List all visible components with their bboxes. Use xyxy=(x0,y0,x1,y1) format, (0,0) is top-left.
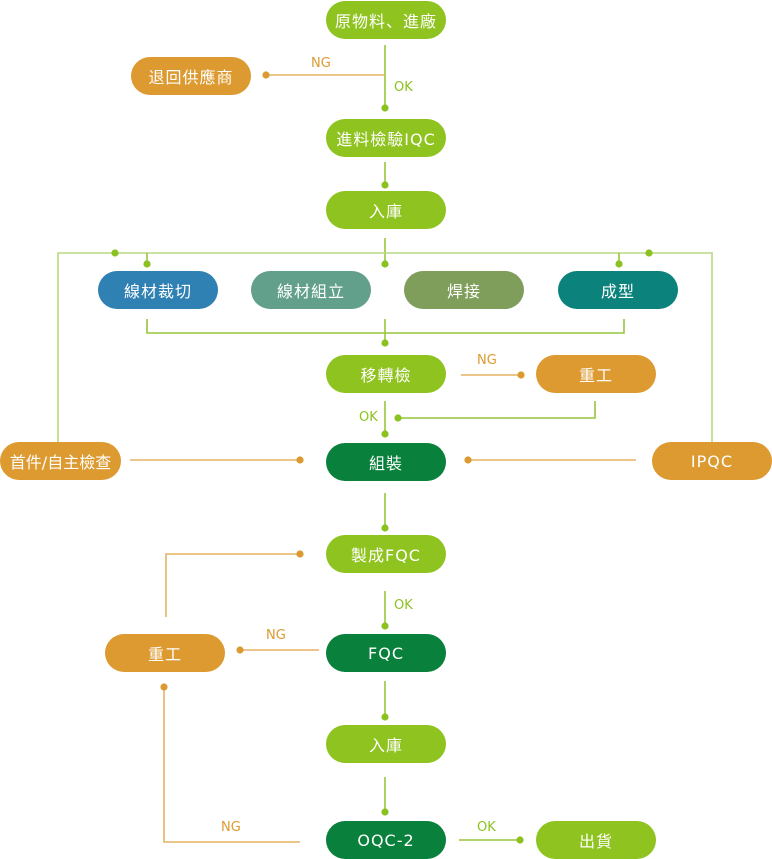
edge-label-ok: OK xyxy=(477,820,496,835)
node-warehouse-in-1[interactable]: 入庫 xyxy=(326,191,446,229)
node-forming[interactable]: 成型 xyxy=(558,271,678,309)
edge-label-ok: OK xyxy=(394,598,413,613)
node-label: IPQC xyxy=(690,451,734,471)
connector-dot xyxy=(160,683,168,691)
connector-dot xyxy=(296,456,304,464)
connector-dot xyxy=(394,414,402,422)
connector-dot xyxy=(262,71,270,79)
connector-branch-bus xyxy=(57,252,713,442)
node-incoming-inspection-iqc[interactable]: 進料檢驗IQC xyxy=(326,119,446,157)
node-label: 首件/自主檢查 xyxy=(9,453,112,472)
node-assembly[interactable]: 組裝 xyxy=(326,443,446,481)
connector-dot xyxy=(381,524,389,532)
connector-dot xyxy=(381,339,389,347)
node-label: 焊接 xyxy=(446,282,481,301)
node-label: 入庫 xyxy=(368,736,403,755)
connector-dot xyxy=(236,646,244,654)
node-label: 成型 xyxy=(600,282,635,301)
edge-label-ng: NG xyxy=(221,820,241,835)
connector-dot xyxy=(381,430,389,438)
connector-dot xyxy=(517,371,525,379)
edge-label-ok: OK xyxy=(359,410,378,425)
connector-dot xyxy=(516,836,524,844)
connector-dot xyxy=(464,456,472,464)
connector-dot xyxy=(381,622,389,630)
node-label: 進料檢驗IQC xyxy=(336,130,436,149)
connector-dot xyxy=(143,260,151,268)
node-label: 重工 xyxy=(578,366,613,385)
connector-rework-2-to-process-fqc xyxy=(165,553,300,617)
node-ipqc[interactable]: IPQC xyxy=(652,442,772,480)
connector-dot xyxy=(381,808,389,816)
connector-dot xyxy=(645,249,653,257)
node-warehouse-in-2[interactable]: 入庫 xyxy=(326,725,446,763)
node-rework-1[interactable]: 重工 xyxy=(536,355,656,393)
connector-dot xyxy=(381,181,389,189)
node-raw-material-incoming[interactable]: 原物料、進廠 xyxy=(326,1,446,39)
connector-dot xyxy=(381,713,389,721)
connector-oqc-ng-to-rework-2 xyxy=(163,687,300,843)
node-transfer-inspection[interactable]: 移轉檢 xyxy=(326,355,446,393)
node-label: 移轉檢 xyxy=(360,366,412,385)
node-label: 退回供應商 xyxy=(148,68,234,87)
edge-label-ng: NG xyxy=(477,353,497,368)
node-shipping[interactable]: 出貨 xyxy=(536,821,656,859)
edge-label-ng: NG xyxy=(311,56,331,71)
node-rework-2[interactable]: 重工 xyxy=(105,634,225,672)
node-return-to-supplier[interactable]: 退回供應商 xyxy=(131,57,251,95)
node-label: FQC xyxy=(368,643,404,663)
connector-dot xyxy=(381,104,389,112)
node-label: 入庫 xyxy=(368,202,403,221)
connector-dot xyxy=(111,249,119,257)
connector-dot xyxy=(296,550,304,558)
node-label: 出貨 xyxy=(578,832,613,851)
connector-dot xyxy=(381,260,389,268)
node-label: 重工 xyxy=(147,645,182,664)
edge-label-ng: NG xyxy=(266,628,286,643)
node-welding[interactable]: 焊接 xyxy=(404,271,524,309)
node-oqc-2[interactable]: OQC-2 xyxy=(326,821,446,859)
connector-dot xyxy=(615,260,623,268)
connector-rework-1-return xyxy=(398,401,596,419)
edge-label-ok: OK xyxy=(394,80,413,95)
node-wire-cutting[interactable]: 線材裁切 xyxy=(98,271,218,309)
node-process-fqc[interactable]: 製成FQC xyxy=(326,535,446,573)
node-label: 原物料、進廠 xyxy=(334,12,437,31)
node-label: OQC-2 xyxy=(357,830,415,850)
node-label: 線材裁切 xyxy=(123,282,192,301)
node-wire-assembly[interactable]: 線材組立 xyxy=(251,271,371,309)
node-label: 組裝 xyxy=(368,454,403,473)
node-first-article-self-check[interactable]: 首件/自主檢查 xyxy=(0,442,121,480)
node-label: 線材組立 xyxy=(276,282,345,301)
node-label: 製成FQC xyxy=(351,546,421,565)
node-fqc[interactable]: FQC xyxy=(326,634,446,672)
